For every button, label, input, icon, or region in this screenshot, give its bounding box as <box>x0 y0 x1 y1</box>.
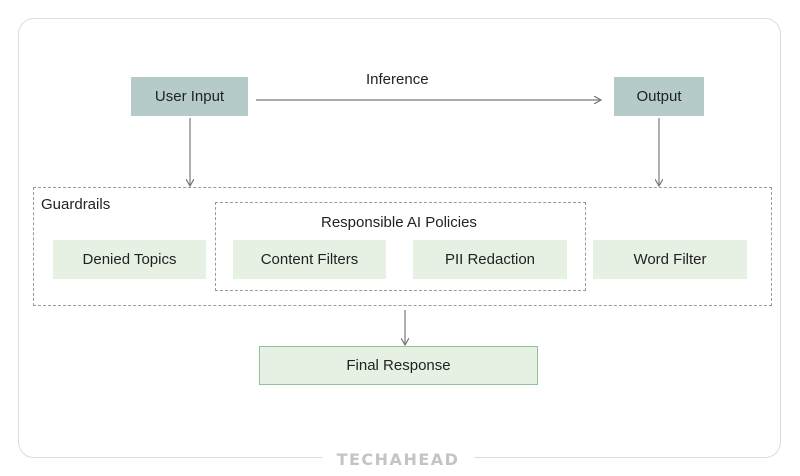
techahead-logo: TECHAHEAD <box>322 448 474 470</box>
final-response-label: Final Response <box>346 357 451 374</box>
pii-redaction-label: PII Redaction <box>444 251 536 268</box>
word-filter-label: Word Filter <box>633 251 707 268</box>
denied-topics-node: Denied Topics <box>53 240 206 279</box>
responsible-ai-label: Responsible AI Policies <box>321 214 477 231</box>
user-input-node: User Input <box>131 77 248 116</box>
output-label: Output <box>636 88 682 105</box>
inference-label: Inference <box>366 71 429 88</box>
user-input-label: User Input <box>154 88 225 105</box>
guardrails-label: Guardrails <box>41 196 111 213</box>
word-filter-node: Word Filter <box>593 240 747 279</box>
final-response-node: Final Response <box>259 346 538 385</box>
content-filters-label: Content Filters <box>260 251 359 268</box>
pii-redaction-node: PII Redaction <box>413 240 567 279</box>
responsible-ai-group <box>215 202 586 291</box>
logo-text: TECHAHEAD <box>336 449 460 469</box>
content-filters-node: Content Filters <box>233 240 386 279</box>
denied-topics-label: Denied Topics <box>82 251 177 268</box>
output-node: Output <box>614 77 704 116</box>
guardrails-group <box>33 187 772 306</box>
